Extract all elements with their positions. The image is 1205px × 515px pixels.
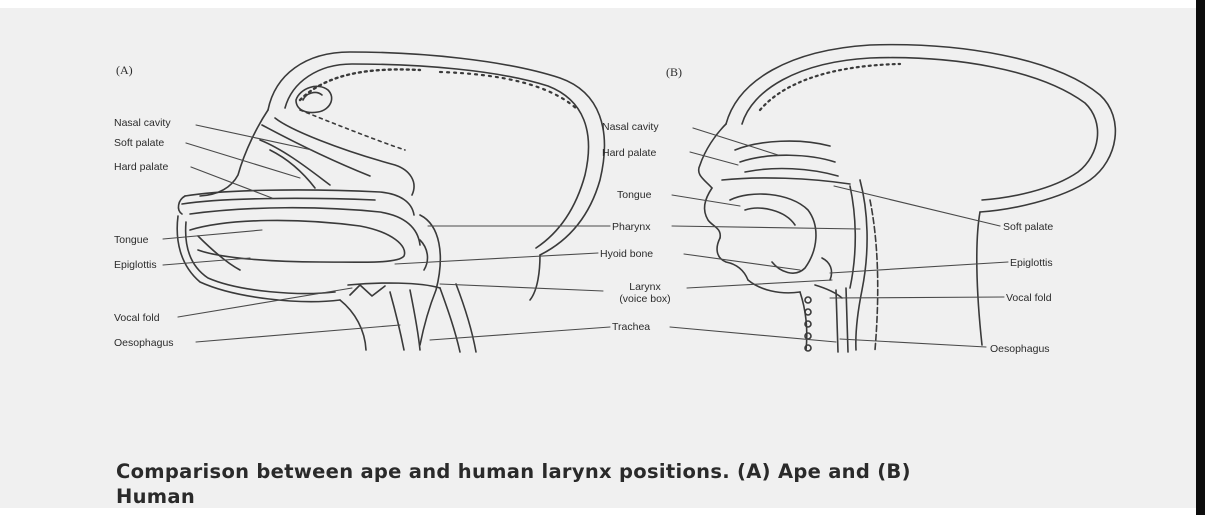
human-head-drawing	[699, 45, 1116, 352]
panel-a-label: (A)	[116, 63, 133, 77]
label-hyoid-bone: Hyoid bone	[600, 248, 653, 260]
label-voice-box: (voice box)	[619, 293, 670, 305]
ape-label-nasal-cavity: Nasal cavity	[114, 117, 171, 129]
leader-lines	[163, 125, 1008, 347]
human-label-tongue: Tongue	[617, 189, 652, 201]
ape-label-hard-palate: Hard palate	[114, 161, 168, 173]
ape-label-vocal-fold: Vocal fold	[114, 312, 160, 324]
human-label-soft-palate: Soft palate	[1003, 221, 1053, 233]
human-label-vocal-fold: Vocal fold	[1006, 292, 1052, 304]
caption-line-2: Human	[116, 484, 1116, 509]
ape-label-soft-palate: Soft palate	[114, 137, 164, 149]
figure-caption: Comparison between ape and human larynx …	[116, 459, 1116, 509]
label-larynx: Larynx	[629, 281, 661, 293]
human-label-hard-palate: Hard palate	[602, 147, 656, 159]
human-label-nasal-cavity: Nasal cavity	[602, 121, 659, 133]
human-label-epiglottis: Epiglottis	[1010, 257, 1053, 269]
ape-label-oesophagus: Oesophagus	[114, 337, 174, 349]
caption-line-1: Comparison between ape and human larynx …	[116, 459, 1116, 484]
ape-label-epiglottis: Epiglottis	[114, 259, 157, 271]
ape-label-tongue: Tongue	[114, 234, 149, 246]
label-pharynx: Pharynx	[612, 221, 651, 233]
label-trachea: Trachea	[612, 321, 650, 333]
panel-b-label: (B)	[666, 65, 682, 79]
human-label-oesophagus: Oesophagus	[990, 343, 1050, 355]
